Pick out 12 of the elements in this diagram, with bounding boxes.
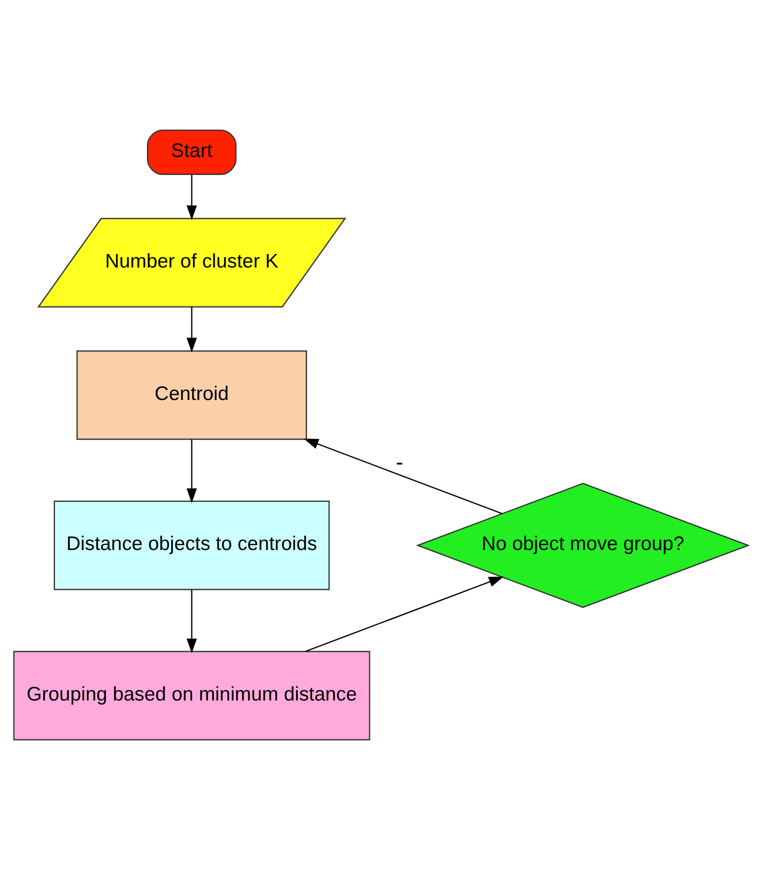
node-box: Grouping based on minimum distance: [12, 650, 370, 740]
arrow: [186, 589, 196, 653]
edge-label: -: [395, 449, 403, 474]
node-box: Centroid: [76, 350, 307, 440]
node-box: Distance objects to centroids: [53, 500, 330, 590]
arrow: [304, 576, 504, 652]
arrow: [303, 438, 502, 514]
node-box: Start: [146, 129, 236, 174]
arrow: [186, 306, 196, 352]
arrow: [186, 174, 196, 220]
node-diamond: No object move group?: [415, 482, 750, 608]
arrow: [186, 439, 196, 503]
